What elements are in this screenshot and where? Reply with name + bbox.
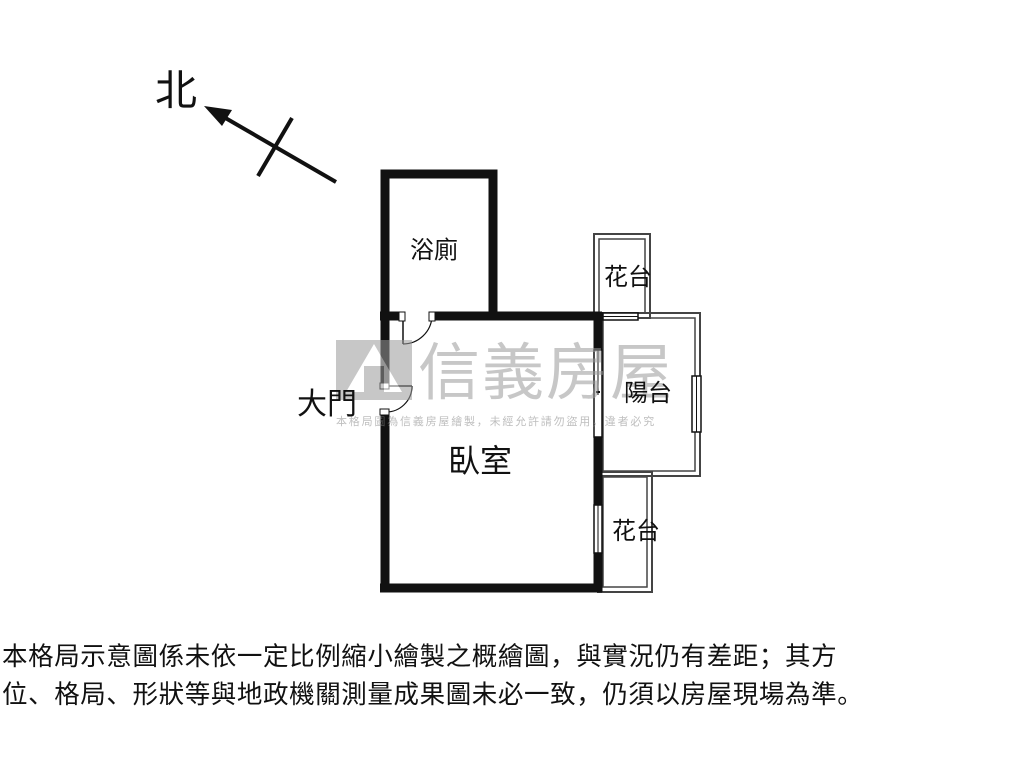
north-arrow-shaft	[220, 114, 338, 184]
window-planter-top	[602, 312, 639, 321]
room-label-bathroom: 浴廁	[410, 236, 458, 264]
watermark-brand: 信義房屋	[418, 336, 674, 409]
watermark-logo-icon	[336, 340, 412, 400]
disclaimer-text: 本格局示意圖係未依一定比例縮小繪製之概繪圖，與實況仍有差距；其方 位、格局、形狀…	[2, 638, 1022, 714]
room-label-balcony: 陽台	[624, 379, 672, 407]
disclaimer-line-1: 本格局示意圖係未依一定比例縮小繪製之概繪圖，與實況仍有差距；其方	[2, 642, 838, 672]
room-label-bedroom: 臥室	[448, 442, 512, 480]
room-label-planter-bottom: 花台	[612, 517, 660, 545]
window-planter-bottom	[593, 504, 603, 554]
north-arrow-crossbar	[256, 116, 294, 178]
window-balcony-east	[691, 375, 702, 433]
sliding-door-balcony	[593, 349, 603, 438]
watermark-notice: 本格局圖為信義房屋繪製，未經允許請勿盜用，違者必究	[336, 414, 656, 428]
north-label: 北	[155, 66, 197, 115]
watermark: 信義房屋 本格局圖為信義房屋繪製，未經允許請勿盜用，違者必究	[336, 336, 674, 428]
room-label-planter-top: 花台	[604, 263, 652, 291]
north-arrow-head	[204, 106, 232, 126]
bathroom-walls	[380, 169, 498, 316]
disclaimer-line-2: 位、格局、形狀等與地政機關測量成果圖未必一致，仍須以房屋現場為準。	[2, 680, 864, 710]
north-arrow-icon	[204, 106, 338, 184]
room-label-entrance: 大門	[297, 387, 357, 422]
